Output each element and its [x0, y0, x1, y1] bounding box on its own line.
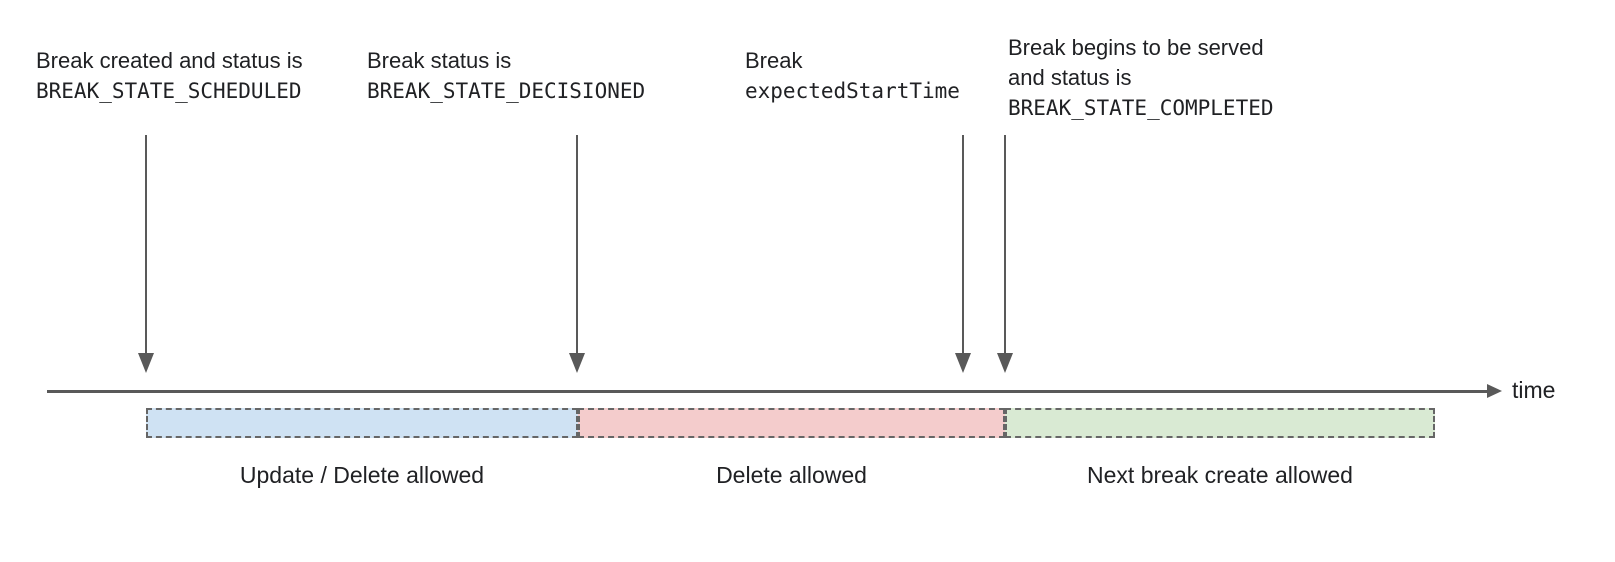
annotation-break-decisioned: Break status is BREAK_STATE_DECISIONED [367, 46, 645, 106]
arrow-head [955, 353, 971, 373]
arrow-shaft [962, 135, 964, 355]
annotation-text: Break [745, 48, 803, 73]
annotation-text: Break created and status is [36, 48, 303, 73]
segment-update-delete-allowed [146, 408, 578, 438]
arrow-head [138, 353, 154, 373]
segment-delete-allowed [578, 408, 1005, 438]
annotation-break-expected-start-time: Break expectedStartTime [745, 46, 960, 106]
annotation-text: and status is [1008, 65, 1132, 90]
caption-update-delete-allowed: Update / Delete allowed [239, 462, 485, 488]
arrow-shaft [145, 135, 147, 355]
arrow-head [569, 353, 585, 373]
arrow-right-icon [1487, 384, 1502, 398]
annotation-break-scheduled: Break created and status is BREAK_STATE_… [36, 46, 303, 106]
caption-next-break-create-allowed: Next break create allowed [1087, 462, 1353, 488]
arrow-shaft [576, 135, 578, 355]
annotation-text: Break status is [367, 48, 512, 73]
annotation-text: Break begins to be served [1008, 35, 1264, 60]
annotation-code-break-state-scheduled: BREAK_STATE_SCHEDULED [36, 79, 302, 103]
time-axis-line [47, 390, 1488, 393]
caption-delete-allowed: Delete allowed [716, 462, 867, 488]
arrow-shaft [1004, 135, 1006, 355]
annotation-code-break-state-completed: BREAK_STATE_COMPLETED [1008, 96, 1274, 120]
annotation-code-break-state-decisioned: BREAK_STATE_DECISIONED [367, 79, 646, 103]
time-axis-label: time [1512, 377, 1556, 403]
arrow-head [997, 353, 1013, 373]
annotation-code-expected-start-time: expectedStartTime [745, 79, 960, 103]
segment-next-break-create-allowed [1005, 408, 1435, 438]
annotation-break-completed: Break begins to be served and status is … [1008, 33, 1274, 123]
